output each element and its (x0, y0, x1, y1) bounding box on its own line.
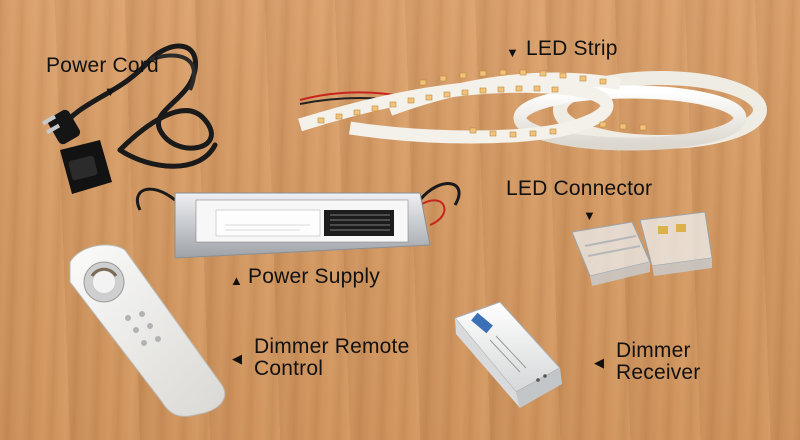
dimmer-receiver-text-line1: Dimmer (616, 339, 691, 362)
led-connector-label: LED Connector (506, 178, 652, 200)
dimmer-remote-label: Dimmer Remote Control (254, 336, 409, 380)
dimmer-remote-text-line2: Control (254, 357, 324, 380)
power-supply-marker: ▲ (230, 273, 244, 288)
dimmer-receiver-label: Dimmer Receiver (616, 340, 700, 384)
power-cord-text: Power Cord (46, 54, 159, 77)
dimmer-receiver-image (454, 301, 562, 408)
dimmer-remote-text-line1: Dimmer Remote (254, 335, 410, 358)
dimmer-receiver-marker: ◀ (594, 355, 605, 370)
power-cord-marker: ▼ (104, 84, 118, 99)
power-supply-label: Power Supply (248, 266, 380, 288)
led-connector-image (571, 211, 713, 286)
power-supply-text: Power Supply (248, 265, 380, 288)
power-cord-label: Power Cord (46, 55, 159, 77)
led-strip-marker: ▼ (506, 45, 520, 60)
led-connector-marker: ▼ (583, 208, 597, 223)
dimmer-remote-image (69, 244, 226, 417)
power-cord-image (41, 43, 218, 194)
led-connector-text: LED Connector (506, 177, 653, 200)
power-supply-image (136, 182, 461, 259)
dimmer-remote-marker: ◀ (232, 351, 243, 366)
dimmer-receiver-text-line2: Receiver (616, 361, 701, 384)
led-strip-text: LED Strip (526, 37, 618, 60)
led-strip-label: LED Strip (526, 38, 618, 60)
led-strip-image (298, 69, 767, 151)
